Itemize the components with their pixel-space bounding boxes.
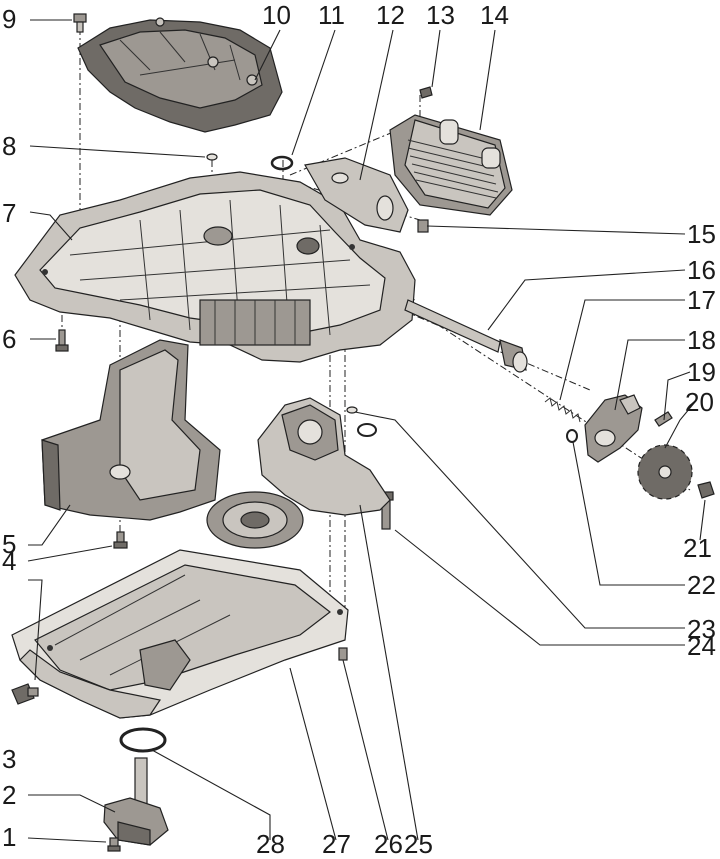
callout-17: 17 <box>687 285 716 315</box>
callout-13: 13 <box>426 0 455 30</box>
bolt-6-part <box>55 329 69 352</box>
leader-lines <box>27 19 706 843</box>
callout-8: 8 <box>2 131 16 161</box>
nut-21-part <box>697 481 715 499</box>
callout-5: 5 <box>2 529 16 559</box>
pump-cover-part <box>584 394 643 463</box>
o-ring-22-part <box>566 429 578 443</box>
callout-6: 6 <box>2 324 16 354</box>
callout-21: 21 <box>683 533 712 563</box>
callout-16: 16 <box>687 255 716 285</box>
washer-8-part <box>206 153 218 161</box>
callout-18: 18 <box>687 325 716 355</box>
drive-shaft-part <box>404 299 528 373</box>
bolt-26-part <box>338 647 348 661</box>
callout-20: 20 <box>685 387 714 417</box>
callout-7: 7 <box>2 198 16 228</box>
lower-oil-pan-part <box>11 549 349 719</box>
callout-24: 24 <box>687 631 716 661</box>
o-ring-11-part <box>270 155 294 171</box>
seal-rings-23-part <box>346 406 377 437</box>
callout-2: 2 <box>2 780 16 810</box>
callout-9: 9 <box>2 4 16 34</box>
top-cover-part <box>77 17 283 133</box>
callout-3: 3 <box>2 744 16 774</box>
callout-4: 4 <box>2 546 16 576</box>
drain-plug-part <box>11 683 39 705</box>
bolt-1-part <box>107 837 121 852</box>
o-ring-28-part <box>119 727 167 753</box>
oil-level-sensor-part <box>103 757 169 846</box>
upper-oil-pan-part <box>14 171 416 363</box>
callout-1: 1 <box>2 822 16 852</box>
callout-11: 11 <box>318 0 345 30</box>
callout-22: 22 <box>687 570 716 600</box>
callout-15: 15 <box>687 219 716 249</box>
oil-cooler-part <box>389 114 513 216</box>
callout-25: 25 <box>404 829 433 859</box>
bolt-19-part <box>654 411 673 427</box>
baffle-plate-part <box>41 339 221 521</box>
bolt-15-part <box>417 219 429 233</box>
callout-26: 26 <box>374 829 403 859</box>
screw-13-part <box>419 86 433 99</box>
callout-23: 23 <box>687 614 716 644</box>
callout-12: 12 <box>376 0 405 30</box>
callout-27: 27 <box>322 829 351 859</box>
spring-17-part <box>544 397 581 423</box>
callout-28: 28 <box>256 829 285 859</box>
callout-14: 14 <box>480 0 509 30</box>
callout-10: 10 <box>262 0 291 30</box>
oil-pump-part <box>206 397 391 549</box>
callout-19: 19 <box>687 357 716 387</box>
gasket-12-part <box>304 157 409 233</box>
bolt-9-part <box>73 13 87 33</box>
bolt-4-part <box>113 531 128 549</box>
sprocket-part <box>637 444 693 500</box>
